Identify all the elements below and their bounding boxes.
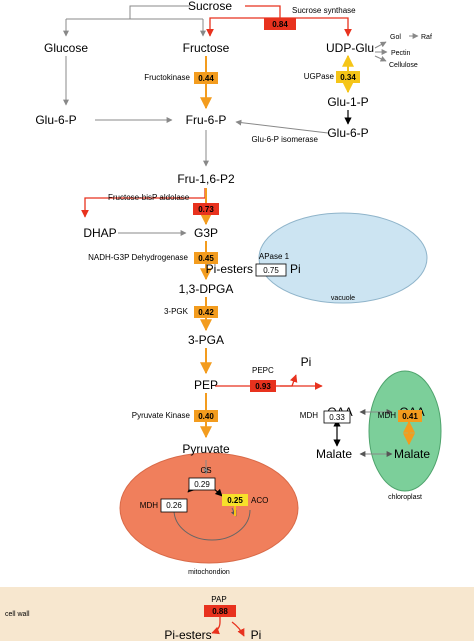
ugpase-value-box — [336, 71, 360, 83]
chloroplast-label: chloroplast — [388, 494, 422, 501]
cellulose-node: Cellulose — [389, 62, 418, 69]
mdh-cyto-value: 0.33 — [329, 413, 345, 422]
vacuole — [258, 212, 428, 304]
apase-value-box — [255, 263, 287, 277]
gol-node: Gol — [390, 34, 401, 41]
glu6p-isomerase-label: Glu-6-P isomerase — [251, 135, 318, 144]
mdh-mito-value-box — [160, 498, 188, 513]
g3p-node: G3P — [194, 226, 218, 240]
sucrose-synthase-value: 0.84 — [272, 20, 288, 29]
fructokinase-label: Fructokinase — [144, 73, 190, 82]
pep-node: PEP — [194, 378, 218, 392]
aco-value: 0.25 — [227, 496, 243, 505]
vacuole-label: vacuole — [331, 295, 355, 302]
pyruvate-kinase-label: Pyruvate Kinase — [132, 411, 191, 420]
aldolase-value: 0.73 — [198, 205, 214, 214]
malate-node: Malate — [316, 447, 352, 461]
pap-value: 0.88 — [212, 607, 228, 616]
pga-node: 3-PGA — [188, 333, 224, 347]
raf-node: Raf — [421, 34, 432, 41]
pepc-value: 0.93 — [255, 382, 271, 391]
fru-1-6-p2-node: Fru-1,6-P2 — [177, 172, 235, 186]
pi-pepc-node: Pi — [301, 355, 312, 369]
mdh-cyto-value-box — [323, 410, 351, 424]
pi-esters-vacuole-node: Pi-esters — [206, 262, 253, 276]
ugpase-value: 0.34 — [340, 73, 356, 82]
g3p-dh-label: NADH-G3P Dehydrogenase — [88, 253, 188, 262]
dpga-node: 1,3-DPGA — [179, 282, 234, 296]
pectin-node: Pectin — [391, 50, 411, 57]
apase-value: 0.75 — [263, 266, 279, 275]
cell-wall-band — [0, 587, 474, 641]
cs-value: 0.29 — [194, 480, 210, 489]
apase-label: APase 1 — [259, 252, 290, 261]
dhap-node: DHAP — [83, 226, 116, 240]
cs-label: CS — [200, 466, 211, 475]
fru-6-p-node: Fru-6-P — [186, 113, 227, 127]
pyruvate-kinase-value: 0.40 — [198, 412, 214, 421]
pgk-value: 0.42 — [198, 308, 214, 317]
fructose-node: Fructose — [183, 41, 230, 55]
ugpase-label: UGPase — [304, 72, 335, 81]
g3p-dh-value: 0.45 — [198, 254, 214, 263]
chloroplast — [368, 370, 442, 492]
mdh-mito-label: MDH — [140, 501, 158, 510]
glucose-node: Glucose — [44, 41, 88, 55]
mitochondrion — [119, 452, 299, 564]
fructokinase-value-box — [194, 72, 218, 84]
pepc-value-box — [250, 380, 276, 392]
udp-glu-node: UDP-Glu — [326, 41, 374, 55]
pi-wall-node: Pi — [251, 628, 262, 641]
pyruvate-kinase-value-box — [194, 410, 218, 422]
black-arrows — [187, 110, 352, 497]
mdh-chloro-value-box — [398, 410, 422, 422]
fructokinase-value: 0.44 — [198, 74, 214, 83]
mitochondrion-label: mitochondion — [188, 569, 230, 576]
sucrose-node: Sucrose — [188, 0, 232, 13]
pap-value-box — [204, 605, 236, 617]
pi-vacuole-node: Pi — [290, 262, 301, 276]
pgk-value-box — [194, 306, 218, 318]
mdh-mito-value: 0.26 — [166, 501, 182, 510]
aldolase-label: Fructose-bisP aldolase — [108, 193, 190, 202]
pgk-label: 3-PGK — [164, 307, 189, 316]
g3p-dh-value-box — [194, 252, 218, 264]
aldolase-value-box — [193, 203, 219, 215]
pyruvate-node: Pyruvate — [182, 442, 230, 456]
pi-esters-wall-node: Pi-esters — [164, 628, 211, 641]
sucrose-synthase-value-box — [264, 18, 296, 30]
aco-label: ACO — [251, 496, 268, 505]
mdh-chloro-value: 0.41 — [402, 412, 418, 421]
pepc-label: PEPC — [252, 366, 274, 375]
pap-label: PAP — [211, 595, 226, 604]
glu-6-p-left-node: Glu-6-P — [35, 113, 76, 127]
malate-chloroplast-node: Malate — [394, 447, 430, 461]
mdh-chloro-label: MDH — [378, 411, 396, 420]
glu-1-p-node: Glu-1-P — [327, 95, 368, 109]
aco-value-box — [222, 494, 248, 506]
gray-arrows — [63, 5, 419, 541]
sucrose-synthase-label: Sucrose synthase — [292, 6, 356, 15]
glu-6-p-right-node: Glu-6-P — [327, 126, 368, 140]
cell-wall-label: cell wall — [5, 611, 30, 618]
mdh-cyto-label: MDH — [300, 411, 318, 420]
cs-value-box — [188, 477, 216, 491]
